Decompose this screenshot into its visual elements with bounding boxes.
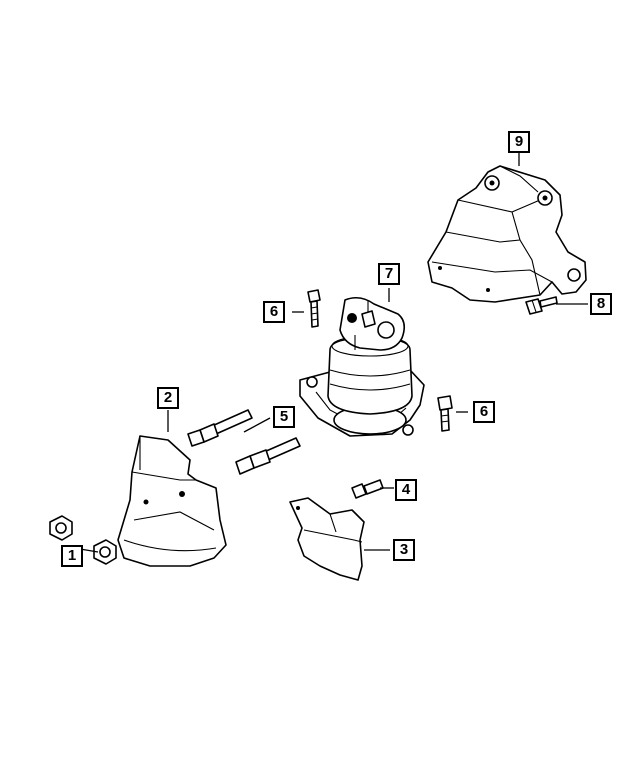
- callout-7[interactable]: 7: [378, 263, 400, 285]
- part-5-studs[interactable]: [187, 409, 301, 475]
- part-1-nuts[interactable]: [49, 515, 117, 565]
- part-3-shield[interactable]: [289, 497, 365, 581]
- part-6-bolt-upper[interactable]: [307, 289, 321, 328]
- part-9-mount-bracket[interactable]: [427, 165, 587, 303]
- callout-8[interactable]: 8: [590, 293, 612, 315]
- part-7-engine-mount[interactable]: [299, 296, 425, 437]
- callout-6-lower[interactable]: 6: [473, 401, 495, 423]
- leader-lines: [73, 153, 588, 553]
- part-2-heat-shield[interactable]: [117, 435, 227, 567]
- callout-4[interactable]: 4: [395, 479, 417, 501]
- callout-1[interactable]: 1: [61, 545, 83, 567]
- callout-3[interactable]: 3: [393, 539, 415, 561]
- callout-6-upper[interactable]: 6: [263, 301, 285, 323]
- callout-2[interactable]: 2: [157, 387, 179, 409]
- callout-5[interactable]: 5: [273, 406, 295, 428]
- callout-9[interactable]: 9: [508, 131, 530, 153]
- part-4-bolt[interactable]: [351, 479, 384, 499]
- part-8-bolt[interactable]: [525, 296, 558, 315]
- part-6-bolt-lower[interactable]: [437, 395, 453, 432]
